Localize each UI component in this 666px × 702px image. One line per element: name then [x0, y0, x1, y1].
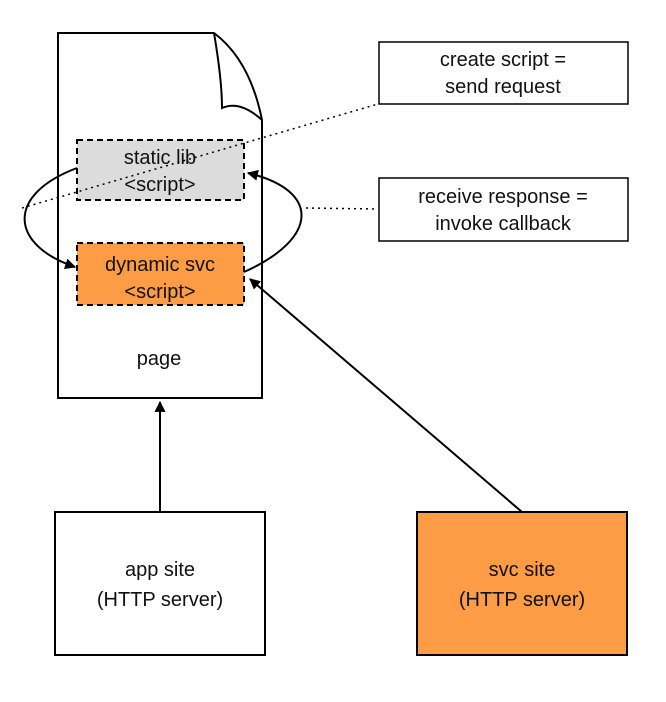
note-receive-line2: invoke callback: [435, 213, 572, 235]
note-receive-line1: receive response =: [418, 186, 588, 208]
svc-site-sub: (HTTP server): [459, 589, 585, 611]
app-site-label: app site: [125, 559, 195, 581]
static-lib-label: static lib: [124, 147, 196, 169]
create-script-arrow: [23, 167, 78, 270]
dynamic-svc-tag: <script>: [124, 281, 195, 303]
callback-arrow: [243, 169, 303, 273]
static-lib-tag: <script>: [124, 174, 195, 196]
page-label: page: [137, 348, 182, 370]
note-create-line2: send request: [445, 76, 561, 98]
note-create-line1: create script =: [440, 49, 566, 71]
note-create-script: create script = send request: [378, 41, 629, 105]
page-document: page: [57, 32, 263, 399]
static-lib-box: static lib <script>: [76, 139, 245, 201]
svc-to-dynamic-arrow: [249, 278, 523, 513]
app-site-box: app site (HTTP server): [54, 511, 266, 656]
svc-site-box: svc site (HTTP server): [416, 511, 628, 656]
note-receive-connector: [305, 207, 379, 210]
note-receive-response: receive response = invoke callback: [378, 177, 629, 242]
dynamic-svc-box: dynamic svc <script>: [76, 242, 245, 306]
dynamic-svc-label: dynamic svc: [105, 254, 215, 276]
app-site-sub: (HTTP server): [97, 589, 223, 611]
svc-site-label: svc site: [489, 559, 556, 581]
note-create-connector: [21, 103, 379, 209]
